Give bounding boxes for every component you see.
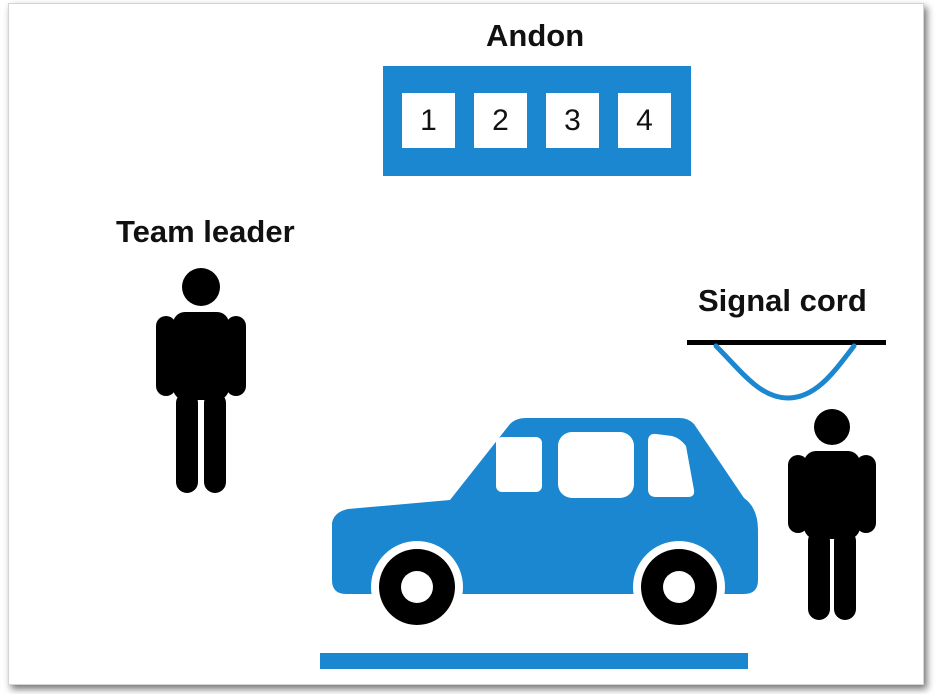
andon-cell-4: 4 [618, 93, 671, 148]
car-icon [332, 418, 758, 633]
signal-cord-line [713, 343, 857, 401]
car-window-middle [558, 432, 634, 498]
andon-label: Andon [486, 18, 585, 53]
signal-cord-bar [687, 340, 886, 345]
car-window-front [496, 437, 542, 492]
team-leader-person-icon [156, 268, 246, 493]
car-hubcap-rear [663, 571, 695, 603]
signal-cord-label: Signal cord [698, 283, 867, 318]
car-window-rear [648, 433, 695, 497]
car-hubcap-front [401, 571, 433, 603]
team-leader-label: Team leader [116, 214, 295, 249]
andon-board: 1 2 3 4 [383, 66, 691, 176]
andon-cell-1: 1 [402, 93, 455, 148]
signal-cord-icon [687, 340, 886, 401]
worker-person-icon [788, 409, 876, 620]
andon-cell-2: 2 [474, 93, 527, 148]
andon-cell-3: 3 [546, 93, 599, 148]
assembly-line-floor [320, 653, 748, 669]
